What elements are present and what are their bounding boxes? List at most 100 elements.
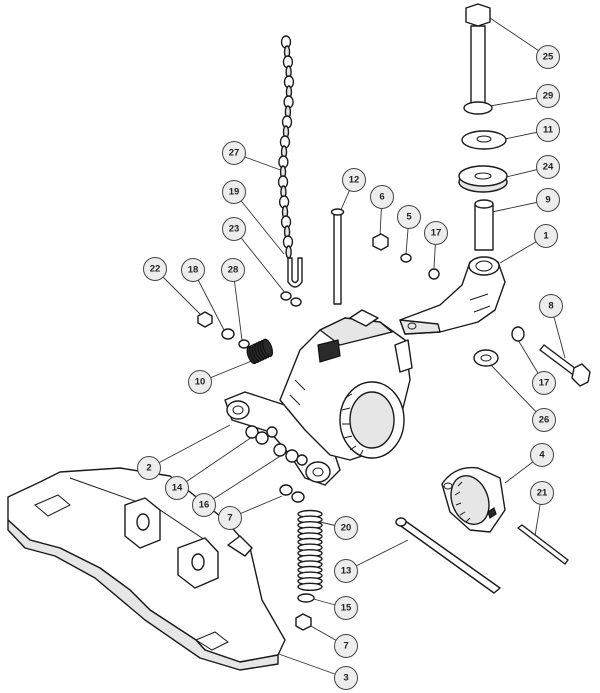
callout-circle [334,516,358,540]
callout-14: 14 [165,476,189,500]
part-washer-28 [238,339,250,349]
part-nuts-7-upper [279,484,305,503]
callout-circle [334,666,358,690]
callout-6: 6 [370,185,394,209]
callout-number: 6 [379,192,384,203]
callout-circle [137,456,161,480]
callout-22: 22 [143,257,167,281]
callout-circle [530,481,554,505]
callout-circle [181,258,205,282]
callout-circle [222,217,246,241]
part-bolt-8 [539,344,591,387]
callout-27: 27 [222,141,246,165]
callout-number: 15 [341,603,352,614]
callout-circle [188,370,212,394]
part-washer-26 [473,349,499,367]
callout-number: 23 [229,224,240,235]
leader-line-23 [233,228,287,295]
callout-circle [334,596,358,620]
leader-line-19 [233,191,285,255]
callout-circle [342,168,366,192]
part-rod [330,208,345,305]
part-washer-17-lower [511,326,525,342]
callout-circle [334,559,358,583]
part-sleeve-pair [280,291,302,307]
callout-number: 24 [543,162,554,173]
callout-26: 26 [532,408,556,432]
callout-number: 7 [227,513,232,524]
callout-7: 7 [334,634,358,658]
callout-number: 3 [343,673,348,684]
callout-4: 4 [530,443,554,467]
callout-number: 8 [548,301,553,312]
callout-9: 9 [536,188,560,212]
callout-circle [536,155,560,179]
part-large-spring [297,509,323,591]
callout-circle [370,185,394,209]
leader-line-2 [148,424,231,469]
part-washer-large [461,130,507,150]
callout-circle [534,224,558,248]
part-nut-7-lower [295,613,312,631]
callout-10: 10 [188,370,212,394]
callout-1: 1 [534,224,558,248]
callout-circle [536,118,560,142]
callout-number: 19 [229,187,240,198]
callout-number: 17 [539,378,550,389]
callout-19: 19 [222,180,246,204]
callout-18: 18 [181,258,205,282]
callout-circle [397,205,421,229]
callout-2: 2 [137,456,161,480]
callout-number: 2 [146,463,151,474]
part-washer-18 [221,328,235,340]
callout-24: 24 [536,155,560,179]
callout-number: 25 [543,52,554,63]
callout-circle [539,294,563,318]
part-pin-21 [517,524,569,565]
part-spacer-disc [458,165,508,193]
callout-number: 12 [349,175,360,186]
callout-28: 28 [221,258,245,282]
callout-circle [530,443,554,467]
part-washer-small [400,253,412,263]
callout-number: 22 [150,264,161,275]
callout-circle [536,45,560,69]
callout-circle [222,141,246,165]
callout-circle [424,221,448,245]
callout-number: 13 [341,566,352,577]
part-washer-17-upper [428,268,440,280]
part-bushing [474,199,494,251]
callout-16: 16 [192,493,216,517]
callout-5: 5 [397,205,421,229]
callout-number: 27 [229,148,240,159]
callout-3: 3 [334,666,358,690]
callout-17: 17 [532,371,556,395]
callout-circle [143,257,167,281]
leader-line-16 [203,454,283,506]
callout-number: 29 [543,91,554,102]
part-hex-nut [372,233,389,251]
callout-number: 14 [172,483,183,494]
part-nut-washer [463,101,493,115]
callout-number: 20 [341,523,352,534]
part-chain [277,35,295,259]
callout-number: 9 [545,195,550,206]
part-small-spring [246,338,274,365]
callout-circle [218,506,242,530]
leader-line-26 [487,361,545,421]
callout-15: 15 [334,596,358,620]
callout-number: 28 [228,265,239,276]
part-clips-14 [245,425,278,445]
part-knob [441,466,506,533]
callout-13: 13 [334,559,358,583]
leader-line-14 [176,436,253,489]
callout-circle [532,371,556,395]
callout-number: 11 [543,125,554,136]
part-bolt [465,3,491,107]
callout-circle [532,408,556,432]
callout-number: 16 [199,500,210,511]
callout-number: 4 [539,450,545,461]
callout-25: 25 [536,45,560,69]
callout-circle [334,634,358,658]
callout-21: 21 [530,481,554,505]
